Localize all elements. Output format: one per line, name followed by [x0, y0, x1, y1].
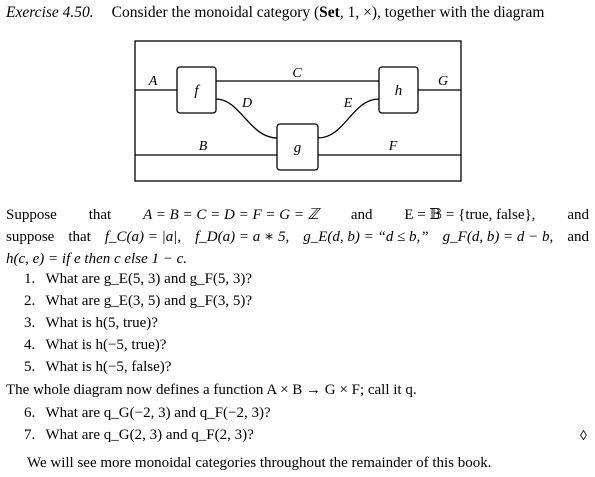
wire-label-A: A [148, 74, 158, 89]
word: that [68, 229, 91, 245]
word: and [350, 207, 373, 223]
paragraph-line-2: suppose that f_C(a) = |a|, f_D(a) = a ∗ … [6, 226, 589, 248]
wire-label-C: C [292, 66, 302, 81]
box-g-label: g [294, 140, 302, 156]
wire-label-B: B [199, 139, 208, 154]
box-g [276, 123, 319, 171]
list-item: 4. What is h(−5, true)? [24, 337, 166, 354]
middle-sentence: The whole diagram now defines a function… [6, 382, 417, 398]
list-item: 3. What is h(5, true)? [24, 315, 158, 332]
assumptions-paragraph: Suppose that A = B = C = D = F = G = ℤ a… [6, 204, 589, 270]
list-item: 6. What are q_G(−2, 3) and q_F(−2, 3)? [24, 405, 271, 422]
item-number: 7. [24, 427, 36, 443]
math-gE: g_E(d, b) = “d ≤ b,” [303, 229, 429, 245]
header-text-mid: , 1, ×), together with the diagram [339, 4, 545, 21]
box-f [176, 66, 217, 114]
math-gF: g_F(d, b) = d − b, [442, 229, 554, 245]
list-item: 7. What are q_G(2, 3) and q_F(2, 3)? [24, 427, 254, 444]
question-text: What is h(−5, true)? [45, 337, 167, 353]
word: suppose [6, 229, 55, 245]
word: and [567, 229, 589, 245]
exercise-label: Exercise 4.50. [6, 4, 94, 21]
math-h-definition: h(c, e) = if e then c else 1 − c. [6, 251, 188, 267]
wire-label-F: F [388, 139, 398, 154]
closing-sentence: We will see more monoidal categories thr… [27, 455, 492, 471]
item-number: 4. [24, 337, 36, 353]
wiring-diagram: f g h A C D E G B F [134, 40, 462, 182]
question-text: What are g_E(5, 3) and g_F(5, 3)? [45, 271, 253, 287]
item-number: 3. [24, 315, 36, 331]
word: and [567, 207, 589, 223]
item-number: 6. [24, 405, 36, 421]
question-text: What are q_G(−2, 3) and q_F(−2, 3)? [45, 405, 271, 421]
paragraph-line-1: Suppose that A = B = C = D = F = G = ℤ a… [6, 204, 589, 226]
math-bool: E = 𝔹 = {true, false}, [404, 207, 536, 223]
box-f-label: f [194, 83, 200, 99]
wire-D [215, 98, 278, 139]
wire-label-G: G [438, 74, 448, 89]
exercise-header: Exercise 4.50. Consider the monoidal cate… [6, 4, 544, 22]
list-item: 1. What are g_E(5, 3) and g_F(5, 3)? [24, 271, 252, 288]
question-text: What is h(−5, false)? [45, 359, 172, 375]
paragraph-line-3: h(c, e) = if e then c else 1 − c. [6, 248, 589, 270]
wire-label-D: D [241, 96, 252, 111]
math-sets: A = B = C = D = F = G = ℤ [143, 207, 319, 223]
box-h [378, 66, 419, 114]
math-fD: f_D(a) = a ∗ 5, [195, 229, 290, 245]
category-name: Set [319, 4, 340, 21]
word: that [88, 207, 112, 223]
item-number: 1. [24, 271, 36, 287]
question-text: What are q_G(2, 3) and q_F(2, 3)? [45, 427, 254, 443]
wire-label-E: E [343, 96, 353, 111]
question-text: What is h(5, true)? [45, 315, 158, 331]
item-number: 2. [24, 293, 36, 309]
list-item: 5. What is h(−5, false)? [24, 359, 171, 376]
math-fC: f_C(a) = |a|, [104, 229, 182, 245]
end-of-exercise-mark: ◊ [580, 429, 587, 444]
diagram-frame [134, 40, 462, 182]
header-text-before: Consider the monoidal category ( [111, 4, 320, 21]
wire-E [317, 98, 380, 139]
question-text: What are g_E(3, 5) and g_F(3, 5)? [45, 293, 253, 309]
item-number: 5. [24, 359, 36, 375]
list-item: 2. What are g_E(3, 5) and g_F(3, 5)? [24, 293, 252, 310]
word: Suppose [6, 207, 57, 223]
box-h-label: h [395, 83, 403, 99]
